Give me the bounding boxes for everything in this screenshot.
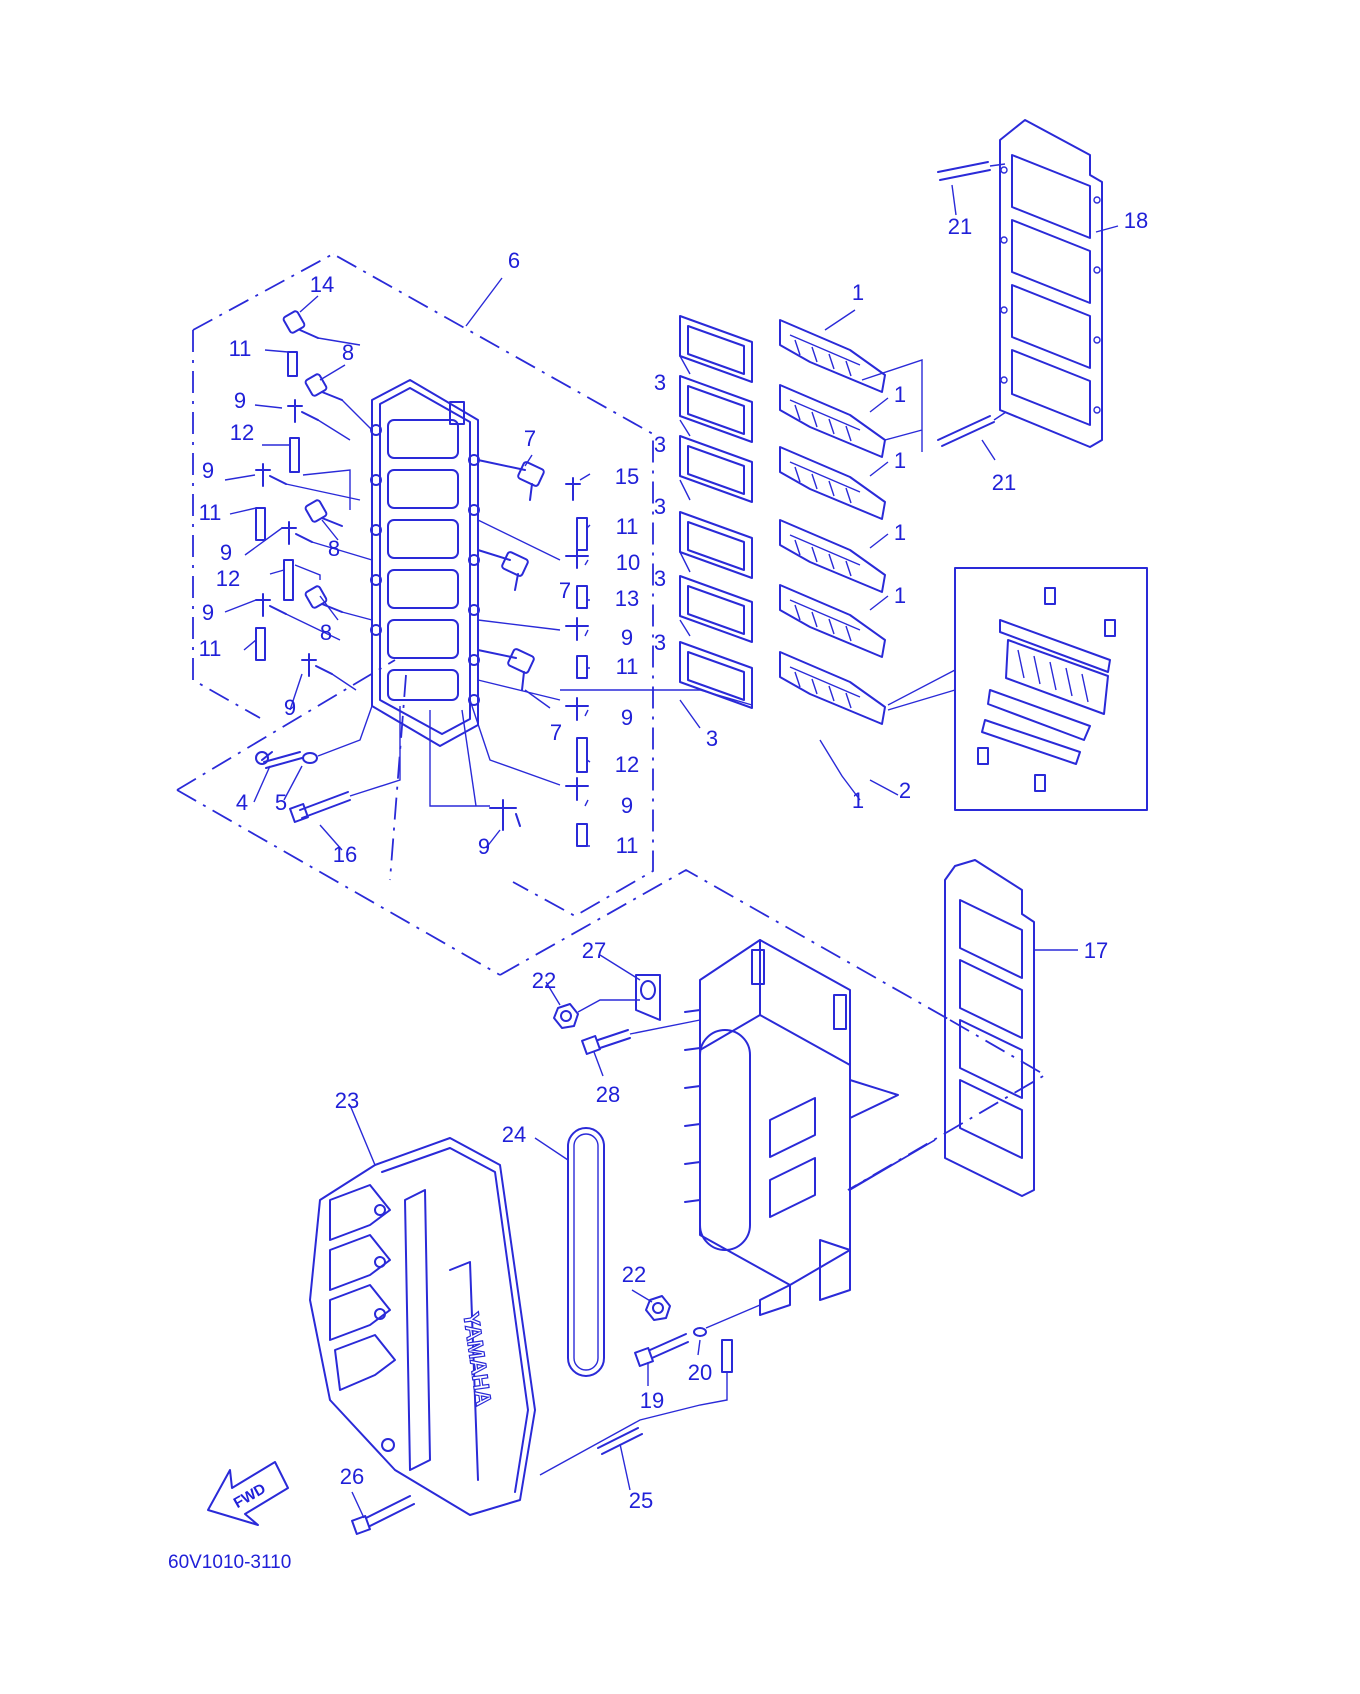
callout-12: 12	[615, 752, 639, 777]
callout-1: 1	[894, 583, 906, 608]
callout-9: 9	[234, 388, 246, 413]
callout-13: 13	[615, 586, 639, 611]
callout-20: 20	[688, 1360, 712, 1385]
callout-9: 9	[284, 695, 296, 720]
callout-7: 7	[550, 720, 562, 745]
reed-valve-plate	[370, 379, 480, 747]
intake-manifold	[553, 939, 936, 1316]
callout-8: 8	[328, 536, 340, 561]
callout-4: 4	[236, 790, 248, 815]
alignment-lines	[176, 659, 1047, 1191]
callout-1: 1	[852, 788, 864, 813]
callout-11: 11	[199, 636, 222, 661]
callout-11: 11	[616, 514, 639, 539]
callout-21: 21	[992, 470, 1016, 495]
callout-2: 2	[899, 778, 911, 803]
callout-3: 3	[654, 494, 666, 519]
callout-3: 3	[654, 630, 666, 655]
diagram-code: 60V1010-3110	[168, 1552, 291, 1573]
reed-valves-1	[560, 319, 923, 725]
callout-24: 24	[502, 1122, 526, 1147]
callout-25: 25	[629, 1488, 653, 1513]
gasket-17	[944, 859, 1035, 1197]
callout-8: 8	[320, 620, 332, 645]
callout-1: 1	[894, 520, 906, 545]
callout-3: 3	[654, 370, 666, 395]
callout-9: 9	[220, 540, 232, 565]
callout-9: 9	[621, 793, 633, 818]
bolts-4-5-16	[255, 705, 401, 823]
callout-12: 12	[230, 420, 254, 445]
callout-23: 23	[335, 1088, 359, 1113]
callout-11: 11	[229, 336, 252, 361]
callout-9: 9	[478, 834, 490, 859]
callout-9: 9	[202, 600, 214, 625]
callout-16: 16	[333, 842, 357, 867]
callout-22: 22	[622, 1262, 646, 1287]
callout-12: 12	[216, 566, 240, 591]
callout-15: 15	[615, 464, 639, 489]
callout-5: 5	[275, 790, 287, 815]
silencer-cover-23: YAMAHA	[309, 1137, 536, 1516]
callout-1: 1	[894, 448, 906, 473]
callout-21: 21	[948, 214, 972, 239]
callout-8: 8	[342, 340, 354, 365]
callout-7: 7	[524, 426, 536, 451]
reed-valve-detail-inset	[887, 567, 1148, 811]
callout-11: 11	[616, 833, 639, 858]
fwd-arrow-icon: FWD	[207, 1461, 289, 1526]
callout-6: 6	[508, 248, 520, 273]
callout-9: 9	[621, 705, 633, 730]
assembly-boundary-6	[192, 252, 654, 918]
callout-3: 3	[654, 566, 666, 591]
callout-3: 3	[654, 432, 666, 457]
hose-fittings-right	[429, 459, 589, 847]
callout-26: 26	[340, 1464, 364, 1489]
callout-17: 17	[1084, 938, 1108, 963]
callout-11: 11	[199, 500, 222, 525]
callout-9: 9	[621, 625, 633, 650]
fasteners-lower	[351, 1295, 761, 1535]
callout-19: 19	[640, 1388, 664, 1413]
callout-10: 10	[616, 550, 640, 575]
callout-1: 1	[852, 280, 864, 305]
brand-text: YAMAHA	[458, 1310, 496, 1407]
gasket-18	[937, 119, 1103, 448]
callout-3: 3	[706, 726, 718, 751]
callout-14: 14	[310, 272, 334, 297]
callout-9: 9	[202, 458, 214, 483]
hose-fittings-left	[255, 310, 373, 691]
callout-18: 18	[1124, 208, 1148, 233]
callout-leaders	[224, 184, 1119, 1519]
seal-24	[567, 1127, 605, 1377]
callout-28: 28	[596, 1082, 620, 1107]
gaskets-3	[679, 315, 753, 709]
callout-labels: 1 1 1 1 1 1 2 3 3 3 3 3 3 4 5 6 7 7 7 8 …	[199, 208, 1149, 1513]
callout-7: 7	[559, 578, 571, 603]
callout-27: 27	[582, 938, 606, 963]
callout-1: 1	[894, 382, 906, 407]
callout-22: 22	[532, 968, 556, 993]
callout-11: 11	[616, 654, 639, 679]
